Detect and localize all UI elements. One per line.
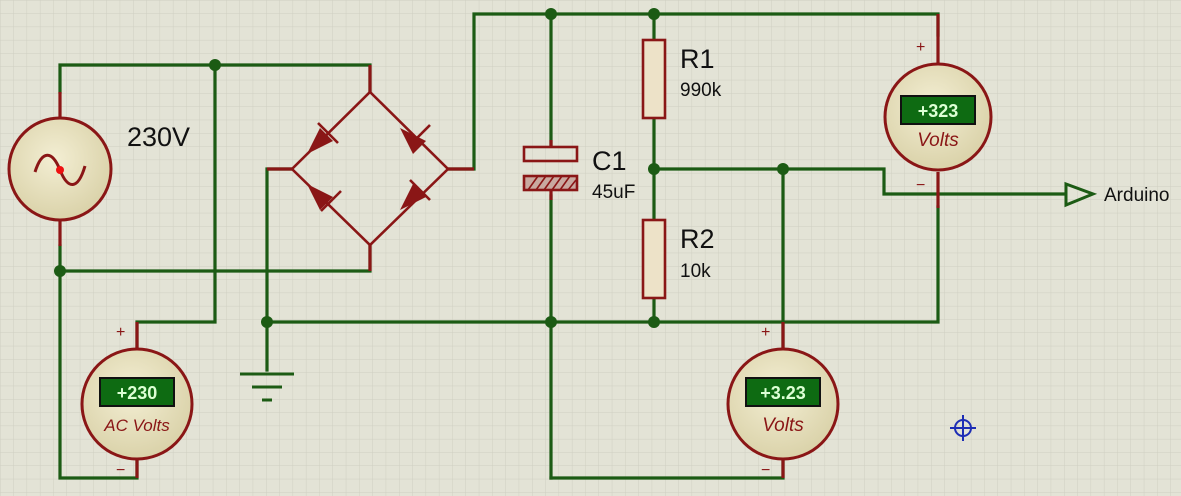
top-meter-minus: − [916,177,925,194]
ac-meter-reading: +230 [117,383,158,403]
source-label: 230V [127,122,190,152]
ac-meter-plus: + [116,324,125,341]
junction-dot [209,59,221,71]
r1-ref: R1 [680,44,715,74]
top-meter-display [900,95,976,125]
ac-meter-unit: AC Volts [103,416,170,435]
bottom-meter-unit: Volts [762,415,804,436]
junction-dot [261,316,273,328]
junction-dot [777,163,789,175]
wire-common-rail [265,205,940,324]
bridge-rectifier[interactable] [267,65,474,271]
capacitor-value: 45uF [592,182,635,203]
ac-voltmeter[interactable]: +230 AC Volts [80,322,194,478]
crosshair-icon [950,415,976,441]
bottom-meter-plus: + [761,324,770,341]
bottom-meter-display [745,377,821,407]
r2-ref: R2 [680,224,715,254]
ac-meter-minus: − [116,462,125,479]
capacitor[interactable] [522,140,579,200]
bottom-meter-minus: − [761,462,770,479]
source-center-dot [56,166,64,174]
r2-value: 10k [680,261,711,282]
junction-dot [54,265,66,277]
diode-icon [307,128,333,154]
output-terminal[interactable] [1064,181,1098,208]
r1-value: 990k [680,80,722,101]
dc-voltmeter-bottom[interactable]: +3.23 Volts [726,322,840,478]
bottom-meter-reading: +3.23 [760,383,806,403]
output-label: Arduino [1104,185,1170,206]
diode-icon [307,184,333,210]
ac-meter-display [99,377,175,407]
ac-source[interactable] [7,92,113,246]
top-meter-unit: Volts [917,130,959,151]
resistor-r2[interactable] [641,218,667,300]
junctions [54,8,789,328]
dc-voltmeter-top[interactable]: +323 Volts [883,14,993,208]
junction-dot [648,163,660,175]
top-meter-reading: +323 [918,101,959,121]
resistor-r1[interactable] [641,38,667,120]
output-arrow-icon [1064,181,1098,208]
junction-dot [648,8,660,20]
junction-dot [648,316,660,328]
capacitor-ref: C1 [592,146,627,176]
junction-dot [545,8,557,20]
ground-icon [240,372,294,402]
wire-output-tap [652,167,1067,196]
junction-dot [545,316,557,328]
top-meter-plus: + [916,39,925,56]
